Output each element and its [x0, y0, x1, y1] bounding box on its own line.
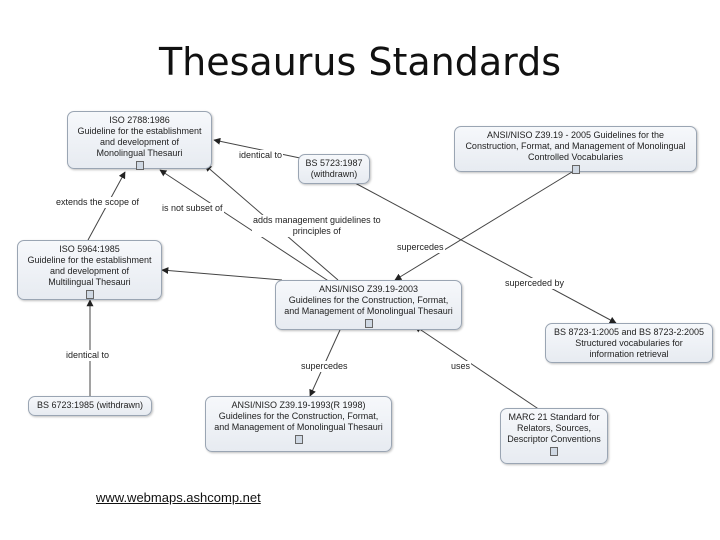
node-z39-19-2005[interactable]: ANSI/NISO Z39.19 - 2005 Guidelines for t…	[454, 126, 697, 174]
edge-label-adds-management: adds management guidelines to principles…	[252, 215, 382, 237]
edge-label-superceded-by: superceded by	[504, 278, 566, 289]
edge-label-identical-to: identical to	[238, 150, 284, 161]
node-line: Relators, Sources,	[516, 423, 592, 433]
edge-label-supercedes-lower: supercedes	[300, 361, 349, 372]
document-icon[interactable]	[571, 165, 580, 174]
document-icon[interactable]	[550, 447, 558, 456]
document-icon[interactable]	[85, 290, 94, 299]
edge-label-line: superceded by	[505, 278, 565, 288]
node-line: and Management of Monolingual Thesauri	[214, 422, 383, 432]
node-iso-2788[interactable]: ISO 2788:1986 Guideline for the establis…	[67, 111, 212, 170]
node-line: BS 5723:1987	[305, 158, 363, 168]
page-title: Thesaurus Standards	[158, 40, 562, 84]
node-line: Monolingual Thesauri	[96, 148, 183, 158]
edge-label-identical-to-lower: identical to	[65, 350, 111, 361]
node-line: information retrieval	[589, 349, 669, 359]
footer-link[interactable]: www.webmaps.ashcomp.net	[96, 490, 261, 505]
edge-label-line: principles of	[292, 226, 341, 236]
node-z39-19-1993[interactable]: ANSI/NISO Z39.19-1993(R 1998) Guidelines…	[205, 396, 392, 452]
node-line: ISO 2788:1986	[109, 115, 170, 125]
edge-label-line: extends the scope of	[56, 197, 140, 207]
node-line: Descriptor Conventions	[507, 434, 601, 444]
edge-z2005-z2003	[394, 171, 573, 281]
edge-label-line: is not subset of	[162, 203, 223, 213]
edge-label-line: identical to	[66, 350, 110, 360]
node-line: Multilingual Thesauri	[48, 277, 131, 287]
document-icon[interactable]	[364, 319, 373, 328]
node-bs-5723[interactable]: BS 5723:1987 (withdrawn)	[298, 154, 370, 184]
edge-bs5723-iso2788	[213, 137, 301, 159]
node-line: BS 6723:1985 (withdrawn)	[36, 400, 144, 410]
edge-label-supercedes-top: supercedes	[396, 242, 445, 253]
node-bs-6723[interactable]: BS 6723:1985 (withdrawn)	[28, 396, 152, 416]
edge-label-uses: uses	[450, 361, 472, 372]
node-line: Guidelines for the Construction, Format,	[288, 295, 449, 305]
node-line: ANSI/NISO Z39.19-1993(R 1998)	[231, 400, 366, 410]
node-bs-8723[interactable]: BS 8723-1:2005 and BS 8723-2:2005 Struct…	[545, 323, 713, 363]
edge-label-extends-scope: extends the scope of	[55, 197, 141, 208]
node-marc-21[interactable]: MARC 21 Standard for Relators, Sources, …	[500, 408, 608, 464]
edge-z2003-iso5964	[161, 267, 283, 281]
node-iso-5964[interactable]: ISO 5964:1985 Guideline for the establis…	[17, 240, 162, 300]
node-line: MARC 21 Standard for	[508, 412, 600, 422]
edge-marc21-z2003	[414, 325, 541, 411]
edge-label-line: identical to	[239, 150, 283, 160]
edge-label-line: supercedes	[301, 361, 348, 371]
edge-bs5723-bs8723	[354, 182, 617, 324]
node-line: Guidelines for the Construction, Format,	[218, 411, 379, 421]
document-icon[interactable]	[135, 161, 144, 170]
node-line: Controlled Vocabularies	[527, 152, 624, 162]
edge-label-line: supercedes	[397, 242, 444, 252]
edge-label-line: adds management guidelines to	[253, 215, 381, 225]
node-line: and development of	[99, 137, 180, 147]
node-z39-19-2003[interactable]: ANSI/NISO Z39.19-2003 Guidelines for the…	[275, 280, 462, 330]
node-line: and Management of Monolingual Thesauri	[284, 306, 453, 316]
node-line: Guideline for the establishment	[77, 126, 202, 136]
node-line: Guideline for the establishment	[27, 255, 152, 265]
edge-label-line: uses	[451, 361, 471, 371]
node-line: Structured vocabularies for	[575, 338, 683, 348]
edge-label-not-subset: is not subset of	[161, 203, 224, 214]
node-line: ISO 5964:1985	[59, 244, 120, 254]
node-line: ANSI/NISO Z39.19 - 2005 Guidelines for t…	[486, 130, 665, 140]
node-line: ANSI/NISO Z39.19-2003	[318, 284, 419, 294]
document-icon[interactable]	[294, 435, 303, 444]
node-line: and development of	[49, 266, 130, 276]
node-line: BS 8723-1:2005 and BS 8723-2:2005	[553, 327, 705, 337]
node-line: Construction, Format, and Management of …	[465, 141, 686, 151]
edge-z2003-iso2788	[159, 169, 331, 283]
node-line: (withdrawn)	[310, 169, 358, 179]
